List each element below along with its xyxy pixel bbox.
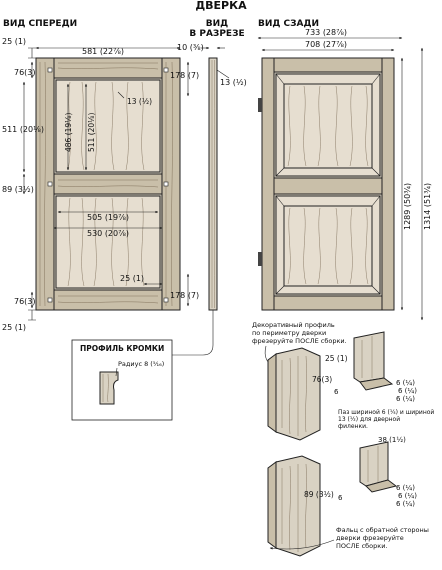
dim-panel-height-2: 511 (20⅛) — [87, 113, 96, 152]
section-view: 10 (⅜) 13 (½) — [172, 43, 247, 356]
profile-radius-label: Радиус 8 (⁵⁄₁₆) — [118, 360, 164, 368]
middle-rail — [53, 173, 163, 195]
dim-rebate: 13 (½) — [127, 97, 152, 106]
upper-panel — [55, 79, 161, 173]
front-view-door — [35, 57, 181, 311]
dim-detail-38: 38 (1½) — [378, 436, 406, 444]
dim-stile-width: 25 (1) — [120, 274, 144, 283]
note-bottom-line1: Фальц с обратной стороны — [336, 526, 429, 534]
bottom-rail — [53, 289, 163, 311]
note-mid-line2: 13 (½) для дверной — [338, 416, 400, 423]
dim-side-top: 178 (7) — [170, 71, 199, 80]
dim-bottom-overhang: 25 (1) — [2, 323, 26, 332]
note-top-line1: Декоративный профиль — [252, 321, 335, 329]
section-view-title-line2: В РАЗРЕЗЕ — [189, 29, 244, 39]
dim-front-width: 581 (22⅞) — [82, 47, 124, 56]
dim-mid-rail: 89 (3½) — [2, 185, 34, 194]
back-view-title: ВИД СЗАДИ — [258, 19, 319, 29]
dim-back-inner-height: 1289 (50¾) — [403, 183, 412, 230]
back-lower-raised-panel — [283, 205, 373, 287]
lower-panel — [55, 195, 161, 289]
back-dimensions: 733 (28⅞) 708 (27⅞) 1289 (50¾) 1314 (51¾… — [257, 28, 432, 321]
dim-panel-width: 505 (19⅞) — [87, 213, 129, 222]
dim-back-outer-height: 1314 (51¾) — [423, 183, 432, 230]
dim-detail-25: 25 (1) — [325, 354, 348, 363]
dim-detail-6f: 6 (¼) — [396, 484, 415, 492]
dim-detail-6e: 6 — [338, 494, 343, 502]
dim-bottom-rail: 76(3) — [14, 297, 36, 306]
dim-top-overhang: 25 (1) — [2, 37, 26, 46]
note-mid-line1: Паз шириной 6 (¼) и шириной — [338, 409, 434, 416]
front-view-title: ВИД СПЕРЕДИ — [3, 19, 77, 29]
dim-detail-6g: 6 (¼) — [398, 492, 417, 500]
dim-back-outer-width: 733 (28⅞) — [305, 28, 347, 37]
joinery-details: Декоративный профиль по периметру дверки… — [252, 321, 434, 557]
profile-box-title: ПРОФИЛЬ КРОМКИ — [80, 344, 164, 353]
front-dimensions: 25 (1) 76(3) 581 (22⅞) 511 (20⅛) 486 (19… — [2, 37, 199, 332]
dim-panel-height: 486 (19⅛) — [64, 113, 73, 152]
note-top-line2: по периметру дверки — [252, 329, 326, 337]
note-top-line3: фрезеруйте ПОСЛЕ сборки. — [252, 337, 347, 345]
dim-top-rail: 76(3) — [14, 68, 36, 77]
dim-detail-6c: 6 (¼) — [398, 387, 417, 395]
note-bottom-line2: дверки фрезеруйте — [336, 534, 404, 542]
dim-section-groove: 13 (½) — [220, 78, 247, 87]
dim-detail-76: 76(3) — [312, 375, 332, 384]
dim-back-inner-width: 708 (27⅞) — [305, 40, 347, 49]
dim-detail-6d: 6 (¼) — [396, 395, 415, 403]
section-view-title-line1: ВИД — [206, 19, 228, 29]
back-upper-raised-panel — [283, 83, 373, 169]
dim-stile-height: 511 (20⅛) — [2, 125, 44, 134]
back-view-door — [258, 57, 395, 311]
note-bottom-line3: ПОСЛЕ сборки. — [336, 542, 388, 550]
dim-detail-6h: 6 (¼) — [396, 500, 415, 508]
dim-section-thickness: 10 (⅜) — [177, 43, 204, 52]
page-title: ДВЕРКА — [195, 0, 247, 12]
note-mid-line3: филенки. — [338, 423, 368, 430]
dim-detail-6a: 6 — [334, 388, 339, 396]
dim-opening-width: 530 (20⅞) — [87, 229, 129, 238]
edge-profile-box: ПРОФИЛЬ КРОМКИ Радиус 8 (⁵⁄₁₆) — [71, 339, 173, 421]
dim-side-bottom: 178 (7) — [170, 291, 199, 300]
dim-detail-89: 89 (3½) — [304, 490, 334, 499]
dim-detail-6b: 6 (¼) — [396, 379, 415, 387]
